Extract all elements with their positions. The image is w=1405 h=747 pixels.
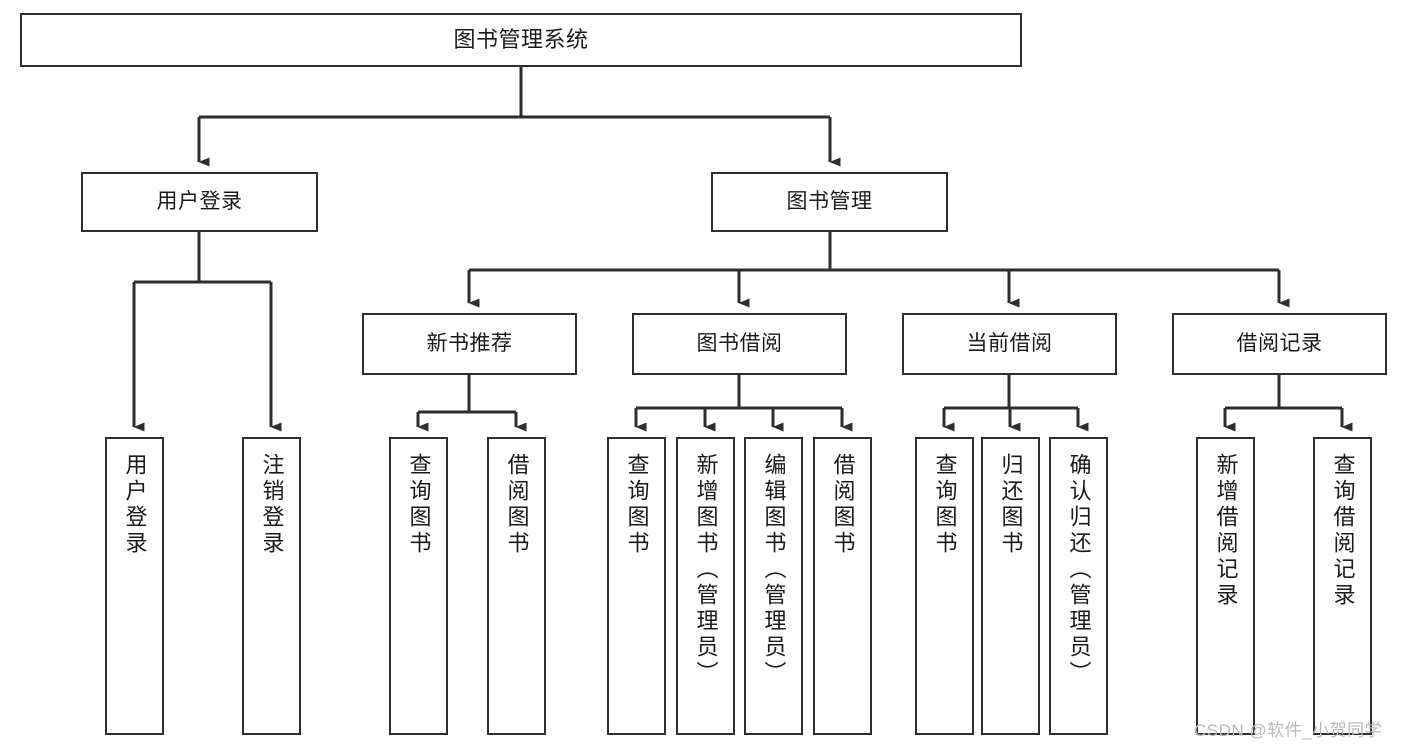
- node-borrow-record[interactable]: 借阅记录: [1172, 313, 1387, 375]
- leaf-book-borrow-query[interactable]: 查询图书: [607, 437, 666, 735]
- csdn-watermark: CSDN @软件_小贺同学: [1194, 721, 1383, 740]
- node-label: 借阅图书: [504, 453, 530, 557]
- node-current-borrow[interactable]: 当前借阅: [902, 313, 1117, 375]
- leaf-book-borrow-borrow[interactable]: 借阅图书: [813, 437, 872, 735]
- leaf-new-book-borrow[interactable]: 借阅图书: [487, 437, 546, 735]
- node-root-library-system[interactable]: 图书管理系统: [20, 13, 1022, 67]
- leaf-user-login-login[interactable]: 用户登录: [105, 437, 164, 735]
- node-new-book-recommend[interactable]: 新书推荐: [362, 313, 577, 375]
- leaf-borrow-record-query[interactable]: 查询借阅记录: [1313, 437, 1372, 735]
- node-label: 归还图书: [998, 453, 1024, 557]
- node-label: 查询借阅记录: [1330, 453, 1356, 609]
- node-label: 借阅记录: [1236, 332, 1323, 356]
- leaf-book-borrow-edit[interactable]: 编辑图书（管理员）: [744, 437, 803, 735]
- node-label: 用户登录: [122, 453, 148, 557]
- leaf-book-borrow-add[interactable]: 新增图书（管理员）: [676, 437, 735, 735]
- node-label: 确认归还（管理员）: [1066, 453, 1092, 687]
- leaf-new-book-query[interactable]: 查询图书: [389, 437, 448, 735]
- node-book-management[interactable]: 图书管理: [711, 172, 948, 232]
- node-book-borrow[interactable]: 图书借阅: [632, 313, 847, 375]
- leaf-current-borrow-confirm-return[interactable]: 确认归还（管理员）: [1049, 437, 1108, 735]
- leaf-current-borrow-return[interactable]: 归还图书: [981, 437, 1040, 735]
- node-label: 查询图书: [624, 453, 650, 557]
- node-label: 新增图书（管理员）: [693, 453, 719, 687]
- leaf-user-login-logout[interactable]: 注销登录: [242, 437, 301, 735]
- node-label: 图书借阅: [696, 332, 783, 356]
- leaf-current-borrow-query[interactable]: 查询图书: [915, 437, 974, 735]
- node-label: 查询图书: [406, 453, 432, 557]
- node-label: 新增借阅记录: [1213, 453, 1239, 609]
- leaf-borrow-record-add[interactable]: 新增借阅记录: [1196, 437, 1255, 735]
- node-label: 新书推荐: [426, 332, 513, 356]
- node-label: 用户登录: [156, 190, 243, 214]
- node-label: 当前借阅: [966, 332, 1053, 356]
- node-label: 图书管理: [786, 190, 873, 214]
- node-label: 图书管理系统: [453, 26, 589, 52]
- node-user-login[interactable]: 用户登录: [81, 172, 318, 232]
- node-label: 借阅图书: [830, 453, 856, 557]
- node-label: 注销登录: [259, 453, 285, 557]
- node-label: 编辑图书（管理员）: [761, 453, 787, 687]
- node-label: 查询图书: [932, 453, 958, 557]
